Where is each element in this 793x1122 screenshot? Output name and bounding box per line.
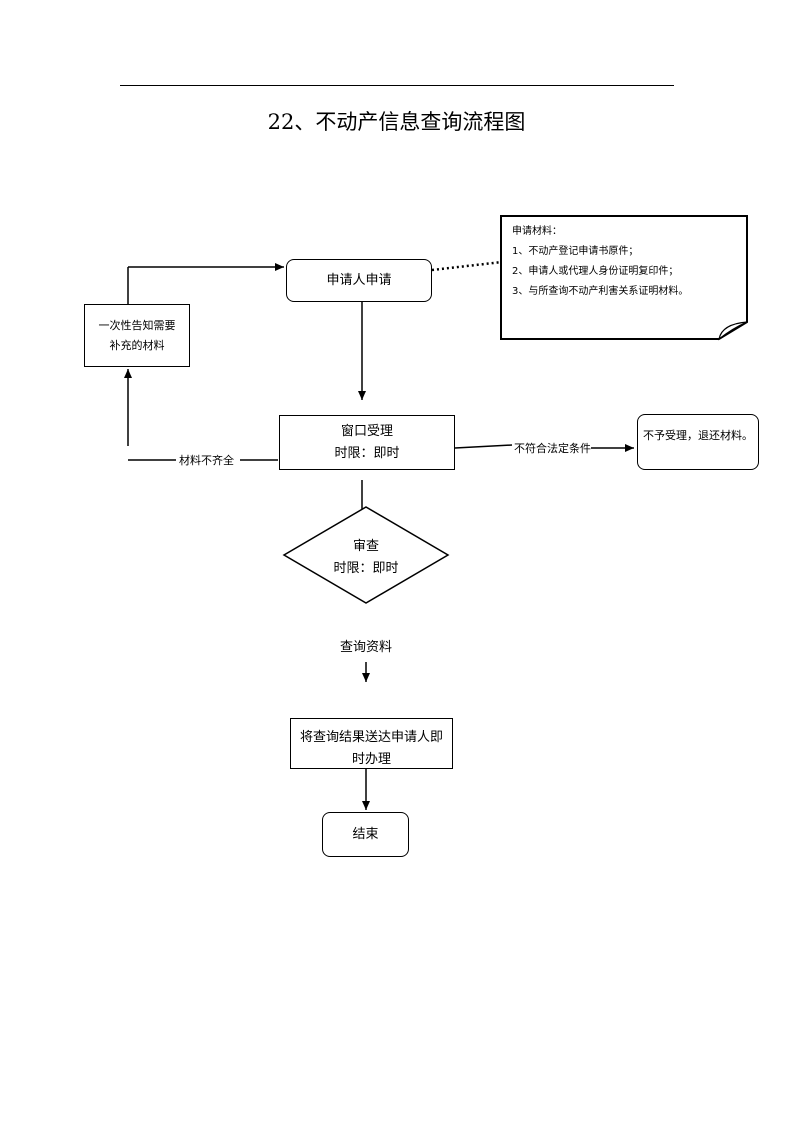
node-window: 窗口受理 时限：即时	[279, 415, 455, 470]
node-deliver-line2: 时办理	[351, 752, 391, 767]
materials-note-shape	[500, 215, 748, 340]
materials-item-1: 1、不动产登记申请书原件；	[512, 246, 639, 257]
line-window-to-reject-a	[454, 444, 513, 449]
dotted-link-materials	[431, 260, 503, 272]
edge-label-not-eligible: 不符合法定条件	[514, 440, 591, 456]
node-reject-text: 不予受理，退还材料。	[643, 429, 753, 442]
node-apply-text: 申请人申请	[326, 272, 392, 288]
materials-note-fold	[718, 321, 748, 341]
node-window-line2: 时限：即时	[334, 445, 400, 461]
node-review-text: 审查 时限：即时	[286, 536, 446, 580]
node-reject: 不予受理，退还材料。	[637, 414, 759, 470]
node-notify-line1: 一次性告知需要	[98, 318, 176, 332]
materials-item-3: 3、与所查询不动产利害关系证明材料。	[512, 286, 689, 297]
page-title: 22、不动产信息查询流程图	[267, 110, 526, 134]
node-end-text: 结束	[352, 826, 379, 842]
materials-item-2: 2、申请人或代理人身份证明复印件；	[512, 266, 679, 277]
node-review-line2: 时限：即时	[333, 561, 399, 576]
top-rule	[120, 85, 674, 86]
node-notify: 一次性告知需要 补充的材料	[84, 304, 190, 367]
node-notify-line2: 补充的材料	[109, 338, 165, 352]
edge-label-incomplete: 材料不齐全	[179, 452, 234, 468]
materials-note: 申请材料： 1、不动产登记申请书原件； 2、申请人或代理人身份证明复印件； 3、…	[512, 222, 737, 302]
node-review-line1: 审查	[352, 539, 379, 554]
review-diamond	[282, 506, 450, 604]
edge-label-query: 查询资料	[340, 637, 393, 659]
node-window-line1: 窗口受理	[340, 423, 393, 439]
node-apply: 申请人申请	[286, 259, 432, 302]
node-deliver-line1: 将查询结果送达申请人即	[299, 730, 443, 745]
node-end: 结束	[322, 812, 409, 857]
materials-heading: 申请材料：	[512, 226, 562, 237]
node-deliver: 将查询结果送达申请人即 时办理	[290, 718, 453, 769]
